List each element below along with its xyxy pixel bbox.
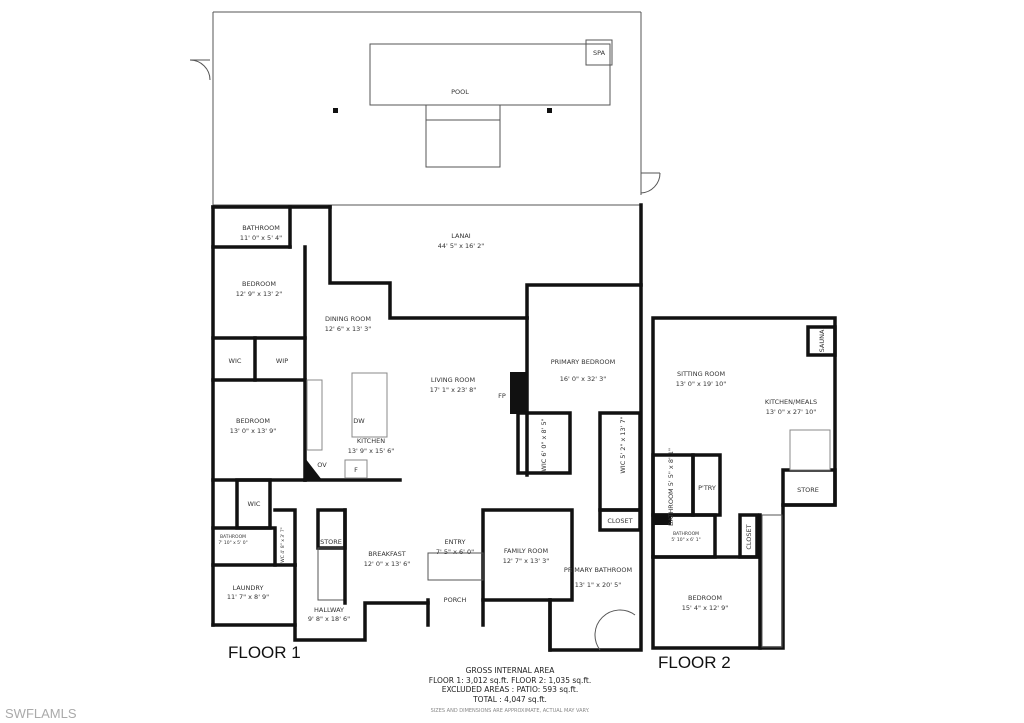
lanai-dim: 44' 5" x 16' 2" bbox=[438, 242, 484, 250]
bedroom3-dim: 15' 4" x 12' 9" bbox=[682, 604, 728, 612]
entry-doors bbox=[427, 552, 484, 581]
area-summary: GROSS INTERNAL AREA FLOOR 1: 3,012 sq.ft… bbox=[429, 666, 591, 714]
primary-bath-label: PRIMARY BATHROOM bbox=[564, 566, 632, 574]
fridge-label: F bbox=[354, 466, 358, 474]
entry-dim: 7' 5" x 6' 0" bbox=[436, 548, 474, 556]
sitting-dim: 13' 0" x 19' 10" bbox=[676, 380, 727, 388]
primary-bedroom-label: PRIMARY BEDROOM bbox=[551, 358, 615, 366]
sauna-label: SAUNA bbox=[818, 329, 826, 352]
fridge bbox=[344, 459, 368, 479]
kitchen-meals-dim: 13' 0" x 27' 10" bbox=[766, 408, 817, 416]
sitting-label: SITTING ROOM bbox=[677, 370, 725, 378]
pool-steps bbox=[425, 104, 501, 168]
primary-bath-dim: 13' 1" x 20' 5" bbox=[575, 581, 621, 589]
breakfast-label: BREAKFAST bbox=[368, 550, 406, 558]
pool-outline bbox=[369, 43, 611, 106]
store2-label: STORE bbox=[797, 486, 819, 494]
area-title: GROSS INTERNAL AREA bbox=[466, 666, 556, 675]
breakfast-dim: 12' 0" x 13' 6" bbox=[364, 560, 410, 568]
dining-dim: 12' 6" x 13' 3" bbox=[325, 325, 371, 333]
bedroom1-label: BEDROOM bbox=[242, 280, 276, 288]
spa-outline bbox=[585, 39, 613, 66]
bathroom4-label: BATHROOM bbox=[673, 531, 699, 537]
wic-primary2-label: WIC 5' 2" x 13' 7" bbox=[619, 416, 627, 473]
room-labels: POOL SPA LANAI 44' 5" x 16' 2" BATHROOM … bbox=[218, 49, 826, 623]
kitchen-island bbox=[351, 372, 388, 438]
dw-label: DW bbox=[353, 417, 365, 425]
floor1-label: FLOOR 1 bbox=[228, 643, 301, 662]
bathroom1-label: BATHROOM bbox=[242, 224, 280, 232]
wc-label: WC 4' 8" x 3' 7" bbox=[280, 527, 286, 562]
living-label: LIVING ROOM bbox=[431, 376, 475, 384]
living-dim: 17' 1" x 23' 8" bbox=[430, 386, 476, 394]
area-line1: FLOOR 1: 3,012 sq.ft. FLOOR 2: 1,035 sq.… bbox=[429, 676, 591, 685]
disclaimer: SIZES AND DIMENSIONS ARE APPROXIMATE, AC… bbox=[431, 708, 590, 714]
pantry-label: P'TRY bbox=[698, 484, 716, 492]
bathroom1-dim: 11' 0" x 5' 4" bbox=[240, 234, 282, 242]
laundry-dim: 11' 7" x 8' 9" bbox=[227, 593, 269, 601]
kitchen-dim: 13' 9" x 15' 6" bbox=[348, 447, 394, 455]
wic1-label: WIC bbox=[229, 357, 242, 365]
wic2-label: WIC bbox=[248, 500, 261, 508]
family-dim: 12' 7" x 13' 3" bbox=[503, 557, 549, 565]
door-icon bbox=[189, 59, 211, 81]
watermark: SWFLAMLS bbox=[5, 706, 77, 721]
bedroom3-label: BEDROOM bbox=[688, 594, 722, 602]
area-line2: EXCLUDED AREAS : PATIO: 593 sq.ft. bbox=[442, 685, 578, 694]
fp-label: FP bbox=[498, 392, 506, 400]
pool-label: POOL bbox=[451, 88, 469, 96]
dining-label: DINING ROOM bbox=[325, 315, 371, 323]
entry-label: ENTRY bbox=[444, 538, 465, 546]
bathroom2-label: BATHROOM bbox=[220, 534, 246, 540]
counter bbox=[306, 379, 323, 451]
stairs bbox=[317, 547, 346, 601]
floor1-walls bbox=[211, 203, 643, 652]
laundry-label: LAUNDRY bbox=[233, 584, 264, 592]
door-icon bbox=[640, 172, 661, 194]
counter bbox=[789, 429, 831, 471]
floor2-walls bbox=[651, 316, 837, 650]
porch-label: PORCH bbox=[444, 596, 467, 604]
hallway-label: HALLWAY bbox=[314, 606, 344, 614]
store1-label: STORE bbox=[320, 538, 342, 546]
bedroom1-dim: 12' 9" x 13' 2" bbox=[236, 290, 282, 298]
closet1-label: CLOSET bbox=[607, 517, 632, 525]
bedroom2-label: BEDROOM bbox=[236, 417, 270, 425]
lanai-label: LANAI bbox=[451, 232, 471, 240]
bathroom3-label: BATHROOM 5' 5" x 8' 1" bbox=[667, 448, 675, 526]
ov-label: OV bbox=[317, 461, 327, 469]
primary-bedroom-dim: 16' 0" x 32' 3" bbox=[560, 375, 606, 383]
wic-primary1-label: WIC 6' 0" x 8' 5" bbox=[540, 418, 548, 471]
fireplace bbox=[510, 372, 527, 414]
closet2-label: CLOSET bbox=[745, 524, 753, 549]
bathroom4-dim: 5' 10" x 6' 1" bbox=[671, 537, 700, 543]
patio-area bbox=[189, 11, 661, 205]
family-label: FAMILY ROOM bbox=[504, 547, 548, 555]
spa-label: SPA bbox=[593, 49, 606, 57]
bedroom2-dim: 13' 0" x 13' 9" bbox=[230, 427, 276, 435]
stairs bbox=[761, 514, 783, 648]
kitchen-meals-label: KITCHEN/MEALS bbox=[765, 398, 817, 406]
area-line3: TOTAL : 4,047 sq.ft. bbox=[472, 695, 547, 704]
wip-label: WIP bbox=[276, 357, 288, 365]
bathroom2-dim: 7' 10" x 5' 0" bbox=[218, 540, 247, 546]
tub bbox=[594, 609, 636, 651]
floor2-label: FLOOR 2 bbox=[658, 653, 731, 672]
kitchen-label: KITCHEN bbox=[357, 437, 385, 445]
hallway-dim: 9' 8" x 18' 6" bbox=[308, 615, 350, 623]
